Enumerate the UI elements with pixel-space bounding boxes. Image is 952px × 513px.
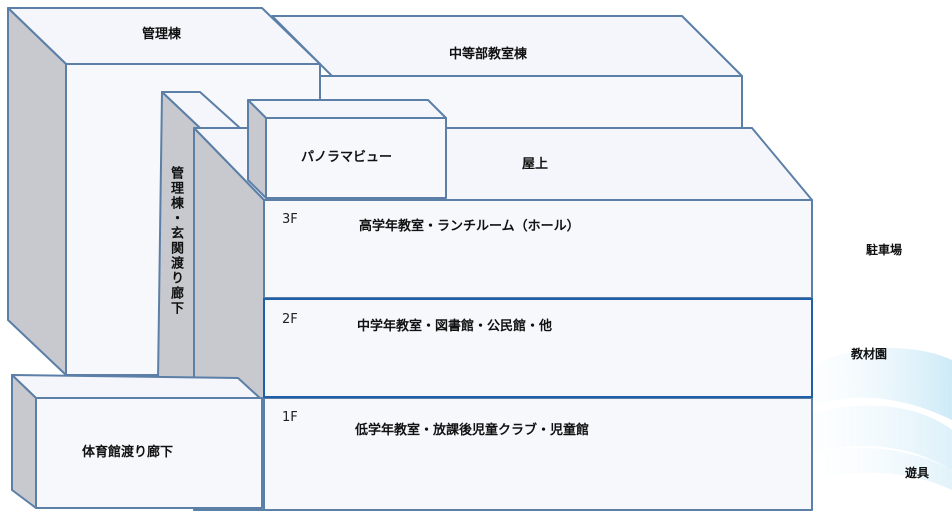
floor-3-rooms: 高学年教室・ランチルーム（ホール） [359,219,580,234]
garden-label: 教材園 [851,347,888,361]
parking-label: 駐車場 [866,243,903,257]
decorative-swoosh [790,348,952,490]
gym-corridor [11,374,263,509]
floor-1-level: 1F [282,410,298,425]
entrance-corridor-label: 管理棟・玄関渡り廊下 [168,166,183,316]
floor-1-rooms: 低学年教室・放課後児童クラブ・児童館 [355,423,590,438]
playground-label: 遊具 [905,466,930,480]
middle-school-label: 中等部教室棟 [449,47,528,62]
rooftop-label: 屋上 [522,157,549,172]
floor-2-highlight [263,298,813,398]
floor-2-level: 2F [282,312,298,327]
admin-building-label: 管理棟 [142,27,182,42]
panorama-label: パノラマビュー [301,150,393,165]
gym-corridor-label: 体育館渡り廊下 [82,445,174,460]
panorama-box [247,99,447,199]
floor-3-level: 3F [282,212,298,227]
floor-2-rooms: 中学年教室・図書館・公民館・他 [357,319,553,334]
